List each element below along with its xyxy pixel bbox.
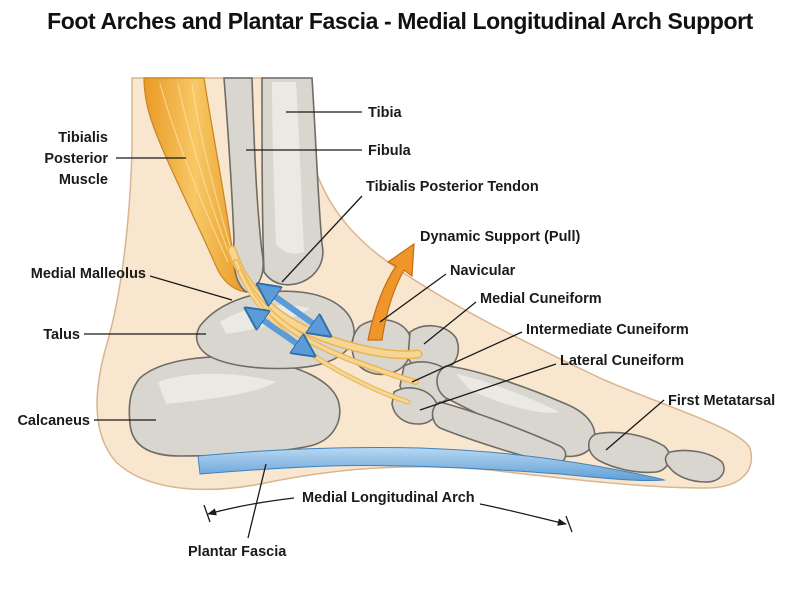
- label-lateral-cuneiform: Lateral Cuneiform: [560, 353, 684, 369]
- arch-right-marker: [565, 515, 573, 533]
- diagram-title: Foot Arches and Plantar Fascia - Medial …: [47, 8, 753, 34]
- leader-lines: [84, 111, 665, 539]
- label-tibia: Tibia: [368, 105, 403, 121]
- fibula-bone: [223, 77, 264, 293]
- label-calcaneus: Calcaneus: [17, 413, 90, 429]
- pull-arrow-lower: [254, 314, 306, 350]
- label-first-metatarsal: First Metatarsal: [668, 393, 775, 409]
- label-tibialis-posterior-tendon: Tibialis Posterior Tendon: [366, 179, 539, 195]
- distal-phalanx-bone: [664, 449, 725, 483]
- arch-left-marker: [203, 504, 211, 523]
- label-medial-malleolus: Medial Malleolus: [31, 266, 146, 282]
- label-muscle-line-1: Tibialis: [58, 130, 108, 146]
- label-fibula: Fibula: [368, 143, 412, 159]
- label-muscle-line-3: Muscle: [59, 172, 108, 188]
- label-plantar-fascia: Plantar Fascia: [188, 544, 287, 560]
- label-talus: Talus: [43, 327, 80, 343]
- label-medial-longitudinal-arch: Medial Longitudinal Arch: [302, 490, 475, 506]
- label-navicular: Navicular: [450, 263, 516, 279]
- arch-arrow-left: [207, 497, 295, 516]
- arch-arrow-right: [479, 503, 567, 526]
- proximal-phalanx-bone: [587, 431, 671, 474]
- label-muscle-line-2: Posterior: [44, 151, 108, 167]
- plantar-fascia-band: [197, 446, 666, 482]
- label-medial-cuneiform: Medial Cuneiform: [480, 291, 602, 307]
- label-dynamic-support: Dynamic Support (Pull): [420, 229, 580, 245]
- label-intermediate-cuneiform: Intermediate Cuneiform: [526, 322, 689, 338]
